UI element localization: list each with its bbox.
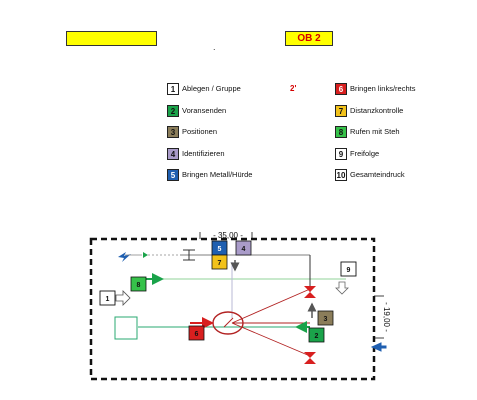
marker-7: 7 [211, 254, 228, 270]
legend-label: Freifolge [350, 149, 380, 159]
marker-9-label: 9 [347, 267, 351, 274]
legend-item-identifizieren: 4 Identifizieren [167, 147, 225, 161]
legend-number-badge: 5 [167, 169, 179, 181]
green-arrow-icon [143, 252, 148, 258]
marker-1: 1 [99, 290, 116, 306]
legend-label: Ablegen / Gruppe [182, 84, 241, 94]
legend-item-bringen-links-rechts: 6 Bringen links/rechts [335, 82, 415, 96]
marker-5-label: 5 [218, 246, 222, 253]
marker-8: 8 [130, 276, 147, 292]
marker-6-label: 6 [195, 331, 199, 338]
legend-item-bringen-metall: 5 Bringen Metall/Hürde [167, 168, 252, 182]
retrieve-line-red [231, 288, 311, 324]
outline-arrow-down-icon [335, 281, 349, 295]
start-box [114, 316, 138, 340]
lightning-icon [118, 252, 131, 262]
legend-number-badge: 9 [335, 148, 347, 160]
marker-8-label: 8 [137, 282, 141, 289]
marker-7-label: 7 [218, 260, 222, 267]
marker-6: 6 [188, 325, 205, 341]
legend-item-voransenden: 2 Voransenden [167, 104, 226, 118]
time-label: 2' [290, 84, 297, 93]
marker-5: 5 [211, 240, 228, 256]
legend-item-positionen: 3 Positionen [167, 125, 217, 139]
legend-number-badge: 10 [335, 169, 347, 181]
legend-label: Rufen mit Steh [350, 127, 400, 137]
legend-label: Distanzkontrolle [350, 106, 404, 116]
hurdle-bowtie-icon [304, 286, 316, 298]
legend-item-gesamteindruck: 10 Gesamteindruck [335, 168, 405, 182]
legend-label: Voransenden [182, 106, 227, 116]
marker-4: 4 [235, 240, 252, 256]
marker-4-label: 4 [242, 246, 246, 253]
legend-number-badge: 1 [167, 83, 179, 95]
legend-number-badge: 7 [335, 105, 347, 117]
hurdle-bowtie-icon [304, 352, 316, 364]
marker-3: 3 [317, 310, 334, 326]
outline-arrow-right-icon [115, 290, 131, 306]
legend-number-badge: 8 [335, 126, 347, 138]
legend-number-badge: 3 [167, 126, 179, 138]
header-center-mark: . [213, 42, 216, 52]
legend-item-distanzkontrolle: 7 Distanzkontrolle [335, 104, 403, 118]
center-slash [223, 317, 234, 328]
legend-label: Positionen [182, 127, 218, 137]
marker-1-label: 1 [106, 296, 110, 303]
blue-arrow-left-icon [370, 342, 387, 352]
legend-number-badge: 6 [335, 83, 347, 95]
ring-height-label: - 19,00 - [382, 302, 391, 332]
ring-border [89, 237, 376, 381]
legend-label: Bringen Metall/Hürde [182, 170, 253, 180]
legend-label: Gesamteindruck [350, 170, 405, 180]
retrieve-line-red [231, 322, 311, 357]
header-left-box [66, 31, 157, 46]
ring-width-label: - 35,00 - [213, 231, 243, 240]
exercise-class-label: OB 2 [285, 31, 333, 46]
legend-number-badge: 4 [167, 148, 179, 160]
hurdle-icon [183, 249, 195, 261]
marker-9: 9 [340, 261, 357, 277]
marker-2: 2 [308, 327, 325, 343]
marker-3-label: 3 [324, 316, 328, 323]
legend-item-freifolge: 9 Freifolge [335, 147, 379, 161]
legend-item-ablegen: 1 Ablegen / Gruppe [167, 82, 241, 96]
legend-label: Identifizieren [182, 149, 225, 159]
legend-number-badge: 2 [167, 105, 179, 117]
legend-item-rufen-mit-steh: 8 Rufen mit Steh [335, 125, 400, 139]
marker-2-label: 2 [315, 333, 319, 340]
legend-label: Bringen links/rechts [350, 84, 416, 94]
